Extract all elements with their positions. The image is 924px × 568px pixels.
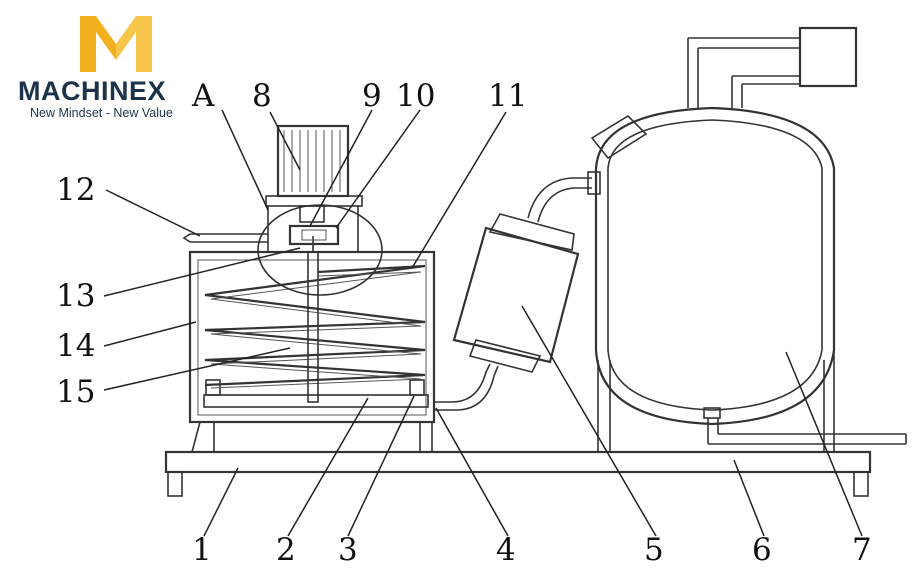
callout-5: 5: [644, 532, 664, 568]
callout-15: 15: [56, 374, 95, 410]
callout-14: 14: [56, 328, 95, 364]
callout-8: 8: [252, 78, 272, 114]
callout-2: 2: [276, 532, 296, 568]
callout-13: 13: [56, 278, 95, 314]
filter: [452, 171, 601, 373]
spiral-agitator: [204, 236, 426, 403]
logo-mark-icon: [80, 16, 152, 72]
motor-assembly: [257, 124, 383, 296]
storage-tank: [590, 26, 907, 452]
callout-12: 12: [56, 172, 95, 208]
callout-3: 3: [338, 532, 358, 568]
callout-7: 7: [852, 532, 872, 568]
callout-6: 6: [752, 532, 772, 568]
callout-4: 4: [496, 532, 516, 568]
brand-name: MACHINEX: [18, 76, 167, 106]
callout-9: 9: [362, 78, 382, 114]
callout-labels: A 8 9 10 11 12 13 14 15 1 2 3 4 5 6 7: [56, 78, 872, 568]
base-frame: [164, 450, 872, 497]
outlet-pipe: [434, 363, 499, 411]
callout-10: 10: [396, 78, 435, 114]
brand-logo: MACHINEX New Mindset - New Value: [18, 10, 218, 122]
leader-lines: [103, 109, 863, 537]
callout-11: 11: [488, 78, 527, 114]
brand-tagline: New Mindset - New Value: [30, 106, 173, 120]
callout-A: A: [191, 78, 215, 114]
feed-pipe: [182, 233, 268, 243]
callout-1: 1: [192, 532, 212, 568]
